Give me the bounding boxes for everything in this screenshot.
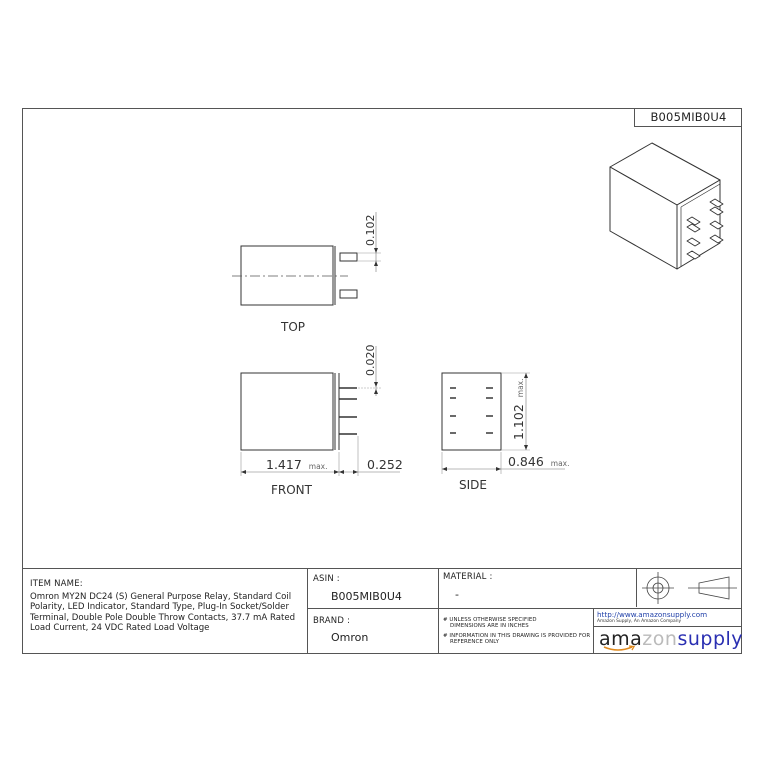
item-name-line: Omron MY2N DC24 (S) General Purpose Rela… [30, 592, 292, 602]
dim-length-value: 1.417 [266, 457, 302, 472]
third-angle-projection-icon [636, 569, 742, 608]
note-line: # INFORMATION IN THIS DRAWING IS PROVIDE… [443, 632, 591, 639]
brand-cell: BRAND : Omron [313, 616, 433, 644]
dim-length: 1.417 max. [266, 457, 328, 472]
brand-value: Omron [331, 631, 369, 644]
side-view [441, 372, 565, 474]
note-line: # UNLESS OTHERWISE SPECIFIED [443, 617, 537, 623]
top-view-label: TOP [280, 320, 305, 334]
note-line: DIMENSIONS ARE IN INCHES [450, 623, 529, 630]
divider [636, 569, 637, 607]
item-name-line: Polarity, LED Indicator, Standard Type, … [30, 602, 289, 613]
item-name-cell: ITEM NAME: Omron MY2N DC24 (S) General P… [30, 579, 305, 634]
logo-part: n [664, 628, 678, 650]
dim-width-suffix: max. [551, 459, 570, 468]
material-cell: MATERIAL : - [443, 572, 633, 601]
amazon-smile-icon [603, 645, 636, 651]
dim-height-value: 1.102 [511, 404, 526, 440]
note-line: REFERENCE ONLY [450, 639, 499, 646]
asin-tag: B005MIB0U4 [634, 108, 742, 127]
asin-cell: ASIN : B005MIB0U4 [313, 574, 433, 603]
logo-part: ama [599, 628, 643, 650]
top-view [232, 212, 381, 306]
material-label: MATERIAL : [443, 572, 493, 582]
url-cell: http://www.amazonsupply.com Amazon Suppl… [597, 610, 742, 624]
dim-width: 0.846 max. [508, 454, 570, 469]
side-view-label: SIDE [459, 478, 487, 492]
drawing-frame [22, 108, 742, 654]
relay-isometric-icon [609, 142, 724, 270]
logo-part: supply [677, 628, 744, 650]
item-name-label: ITEM NAME: [30, 579, 83, 589]
divider [593, 608, 594, 654]
url-subtitle: Amazon Supply, An Amazon Company [597, 619, 682, 624]
amazonsupply-logo: amazonsupply [599, 628, 744, 651]
divider [593, 626, 742, 627]
dim-pin-width: 0.102 [364, 215, 377, 247]
item-name-value: Omron MY2N DC24 (S) General Purpose Rela… [30, 592, 305, 634]
item-name-line: Load Current, 24 VDC Rated Load Voltage [30, 623, 210, 634]
asin-label: ASIN : [313, 574, 340, 584]
dim-height: 1.102 max. [511, 378, 526, 440]
dim-pin-thickness: 0.020 [364, 345, 377, 377]
brand-label: BRAND : [313, 616, 351, 626]
title-block: ITEM NAME: Omron MY2N DC24 (S) General P… [22, 568, 744, 654]
divider [307, 608, 593, 609]
material-value: - [455, 588, 459, 601]
technical-drawing: 0.102 TOP 0.020 1.417 max. 0.252 FRONT [232, 142, 724, 497]
logo-part: zo [642, 628, 665, 650]
front-view [240, 346, 400, 476]
website-link[interactable]: http://www.amazonsupply.com [597, 610, 708, 619]
dim-width-value: 0.846 [508, 454, 544, 469]
item-name-line: Terminal, Double Pole Double Throw Conta… [30, 612, 296, 623]
notes-cell: # UNLESS OTHERWISE SPECIFIED DIMENSIONS … [443, 617, 593, 646]
front-view-label: FRONT [271, 483, 313, 497]
dim-pin-length: 0.252 [367, 457, 403, 472]
divider [593, 608, 742, 609]
divider [307, 569, 308, 654]
divider [438, 569, 439, 654]
dim-length-suffix: max. [309, 462, 328, 471]
asin-value: B005MIB0U4 [331, 590, 402, 603]
dim-height-suffix: max. [516, 378, 525, 397]
